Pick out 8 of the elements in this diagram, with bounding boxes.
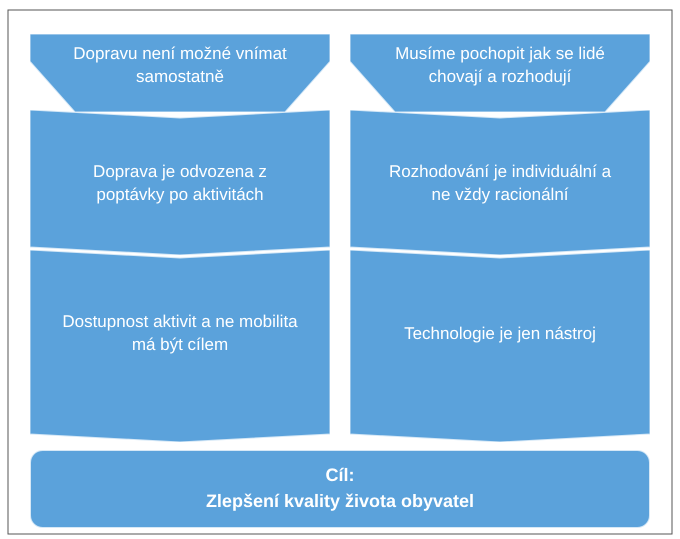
node-text: Dopravu není možné vnímat samostatně — [72, 43, 288, 88]
node-text: Dostupnost aktivit a ne mobilita má být cílem — [61, 311, 299, 356]
node-text: Doprava je odvozena z poptávky po aktivitách — [92, 161, 268, 206]
node-text: Rozhodování je individuální a ne vždy racionální — [388, 161, 612, 206]
goal-text: Zlepšení kvality života obyvatel — [206, 490, 474, 513]
node-text: Musíme pochopit jak se lidé chovají a rozhodují — [394, 43, 606, 88]
goal-heading: Cíl: — [326, 464, 354, 487]
node-text: Technologie je jen nástroj — [404, 323, 596, 345]
